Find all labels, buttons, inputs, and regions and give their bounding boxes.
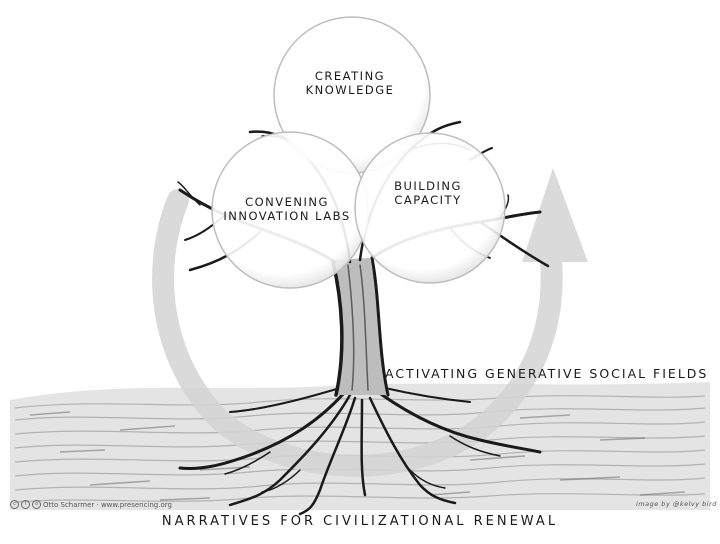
diagram-title: Narratives for Civilizational Renewal — [161, 514, 559, 529]
label-convening-line2: Innovation Labs — [223, 209, 351, 223]
author-credit-text: Otto Scharmer · www.presencing.org — [43, 500, 172, 509]
label-convening-innovation-labs: Convening Innovation Labs — [222, 195, 352, 223]
illustrator-credit: image by @kelvy bird — [636, 500, 717, 508]
tree-roots — [178, 387, 542, 516]
share-alike-icon: o — [32, 500, 41, 509]
attribution-icon: i — [21, 500, 30, 509]
label-creating-line1: Creating — [314, 69, 386, 83]
label-creating-line2: Knowledge — [305, 83, 395, 97]
label-creating-knowledge: Creating Knowledge — [285, 69, 415, 97]
circle-building-capacity — [354, 132, 506, 284]
label-building-line2: Capacity — [394, 193, 462, 207]
label-activating-generative-social-fields: Activating Generative Social Fields — [385, 366, 709, 381]
label-building-line1: Building — [394, 179, 462, 193]
cycle-arrow — [152, 168, 588, 477]
label-building-capacity: Building Capacity — [368, 179, 488, 207]
ground-shading — [10, 382, 710, 510]
author-credit: c i o Otto Scharmer · www.presencing.org — [10, 500, 172, 509]
label-convening-line1: Convening — [245, 195, 329, 209]
tree-trunk — [331, 256, 390, 397]
creative-commons-icon: c — [10, 500, 19, 509]
